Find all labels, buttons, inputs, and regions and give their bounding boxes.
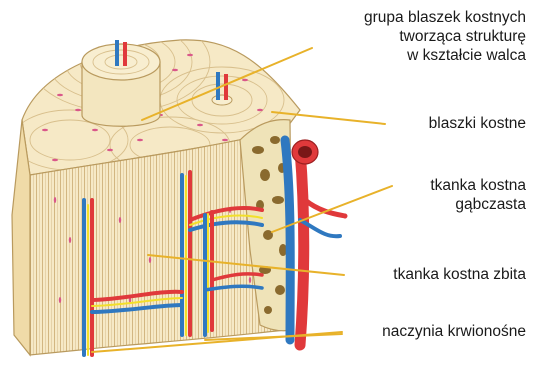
label-line: gąbczasta bbox=[430, 195, 526, 214]
label-line: tkanka kostna bbox=[430, 176, 526, 195]
label-cylindrical-lamellae-group: grupa blaszek kostnych tworząca struktur… bbox=[364, 8, 526, 65]
label-line: w kształcie walca bbox=[364, 46, 526, 65]
label-spongy-bone: tkanka kostna gąbczasta bbox=[430, 176, 526, 214]
osteon-cylinder bbox=[82, 40, 160, 126]
periosteal-vessels bbox=[285, 140, 345, 345]
label-blood-vessels: naczynia krwionośne bbox=[382, 322, 526, 341]
label-bone-lamellae: blaszki kostne bbox=[429, 114, 526, 133]
label-compact-bone: tkanka kostna zbita bbox=[393, 265, 526, 284]
label-line: tworząca strukturę bbox=[364, 27, 526, 46]
label-line: grupa blaszek kostnych bbox=[364, 8, 526, 27]
